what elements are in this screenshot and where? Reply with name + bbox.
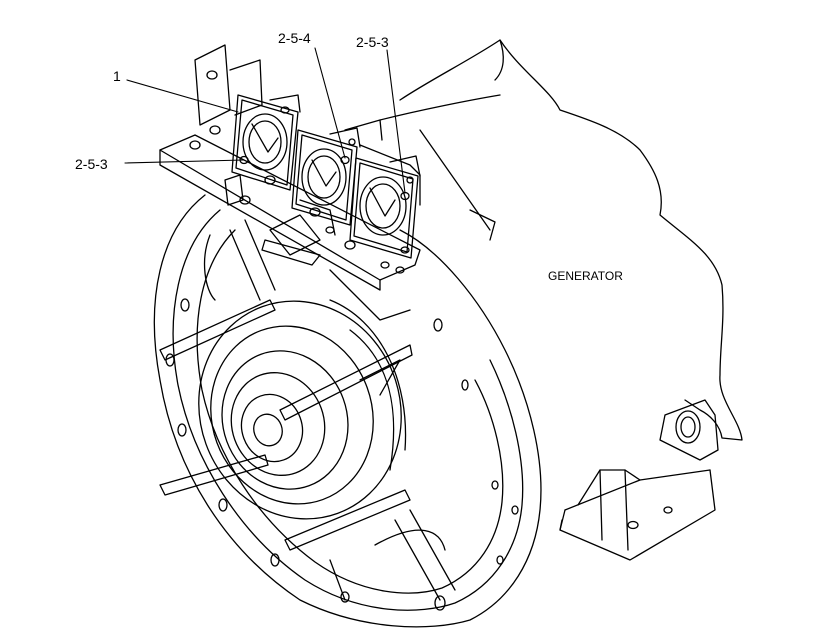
leader-lines [124,47,406,194]
rotor-disc [153,194,542,628]
generator-housing [379,39,743,441]
leader-item-2-5-4 [314,47,346,159]
leader-item-2-5-3-top [386,49,406,194]
sensor-left [231,94,301,191]
generator-label: GENERATOR [548,269,623,283]
rotor-spokes [159,219,456,601]
sensor-right [349,155,421,259]
callout-item-1: 1 [113,68,121,84]
mounting-foot [559,399,719,561]
callout-item-2-5-4: 2-5-4 [278,30,311,46]
callout-item-2-5-3-top: 2-5-3 [356,34,389,50]
mounting-bracket [159,44,421,291]
leader-item-2-5-3-left [124,159,245,164]
leader-item-1 [126,79,239,113]
callout-item-2-5-3-left: 2-5-3 [75,156,108,172]
sensor-middle [291,127,361,226]
